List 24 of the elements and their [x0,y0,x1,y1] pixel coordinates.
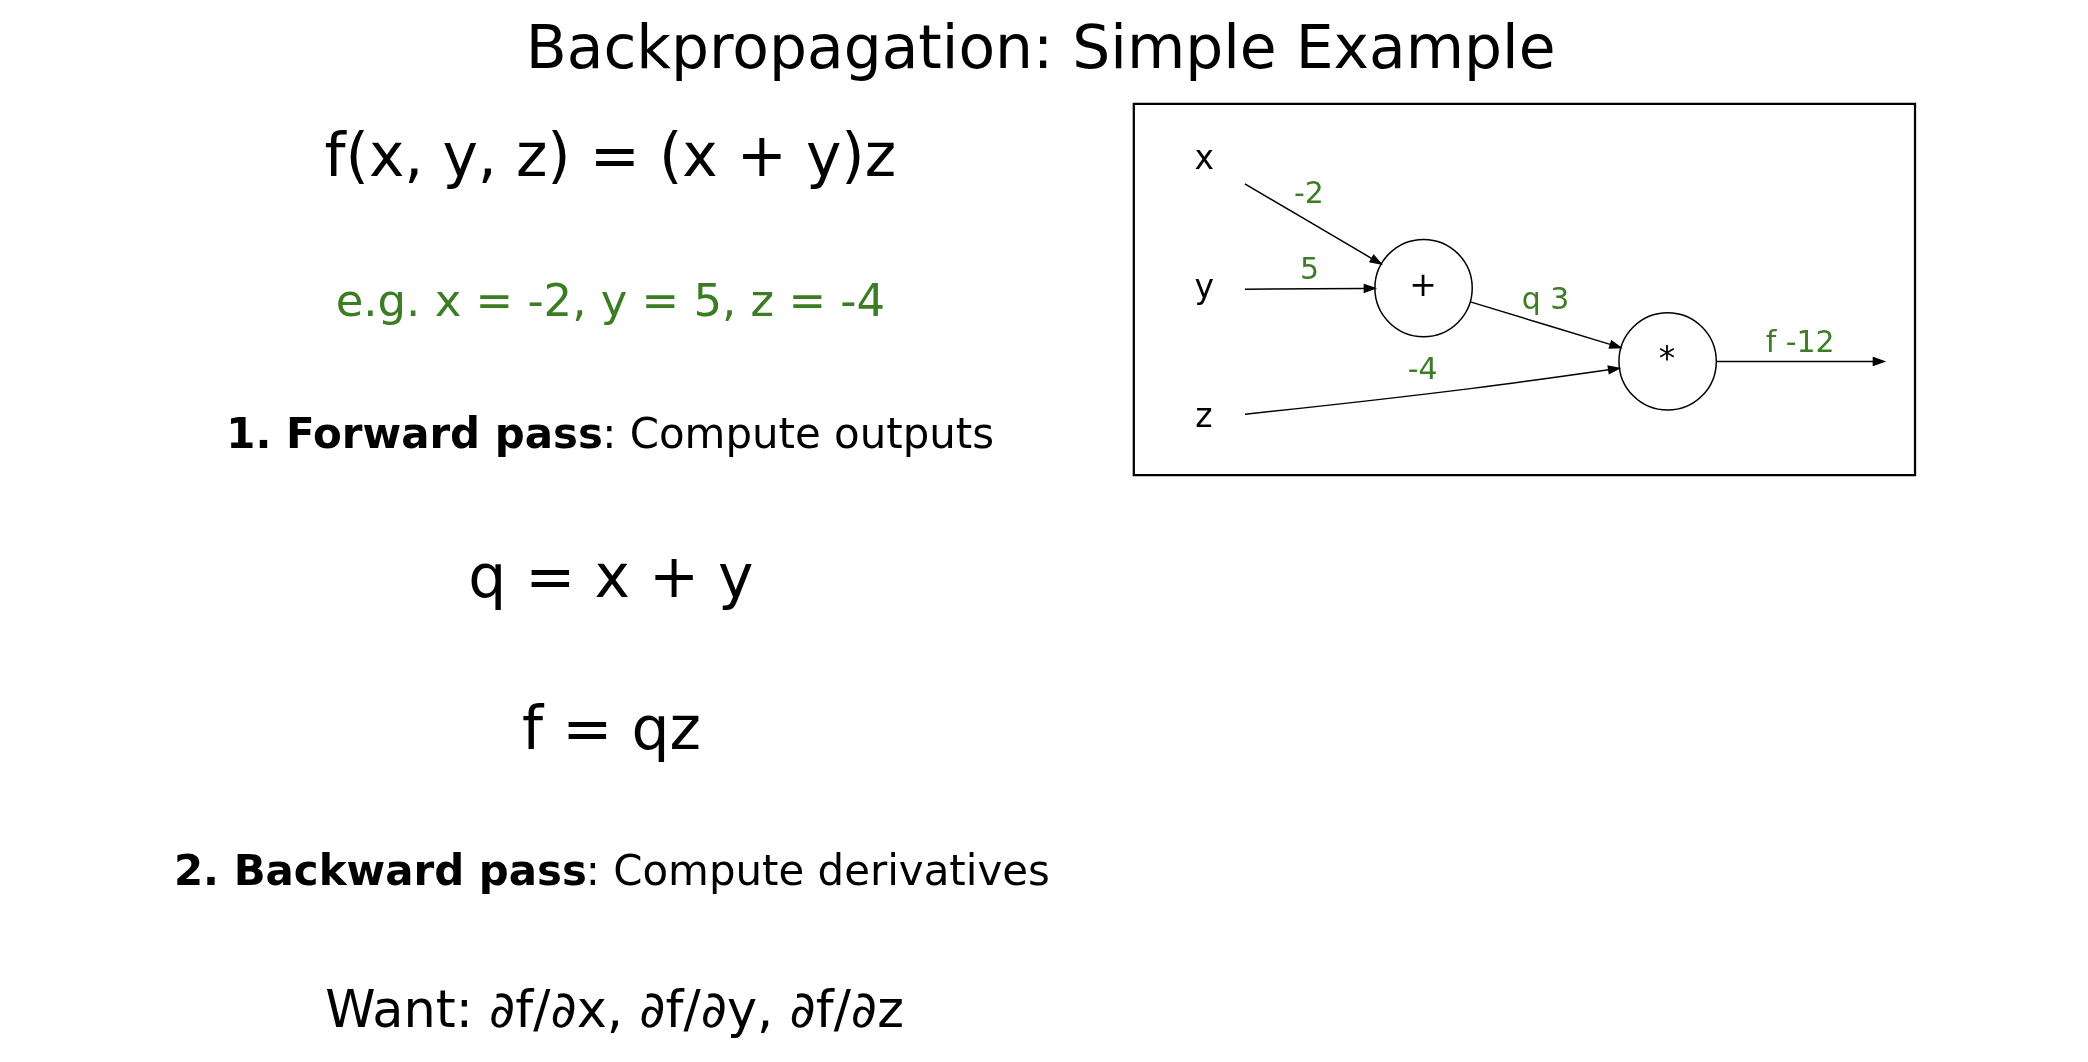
node-circle: * [1617,312,1717,411]
label: e.g. x = -2, y = 5, z = -4 [335,273,885,327]
edge-label: q 3 [1521,281,1569,317]
cluster [1132,102,1916,477]
label: q = x + y [467,540,754,611]
label: 2. Backward pass: Compute derivatives [173,846,1050,896]
edge-label: -2 [1293,174,1324,210]
arrow [1469,301,1623,349]
label: f(x, y, z) = (x + y)z [323,119,896,190]
arrow [1243,365,1621,415]
arrow [1243,283,1377,294]
node-text: y [1193,266,1214,306]
edge-label: f -12 [1765,324,1835,360]
node-circle: + [1373,238,1473,338]
arrow [1243,183,1383,265]
node-text: x [1193,138,1214,178]
label: 1. Forward pass: Compute outputs [225,409,994,459]
arrow [1715,356,1886,367]
label: f = qz [521,693,701,764]
edge-label: 5 [1299,251,1319,287]
diagram-title: Backpropagation: Simple Example [525,11,1555,82]
edge-label: -4 [1407,351,1438,387]
node-text: z [1194,395,1212,435]
label: Want: ∂f/∂x, ∂f/∂y, ∂f/∂z [324,980,904,1040]
